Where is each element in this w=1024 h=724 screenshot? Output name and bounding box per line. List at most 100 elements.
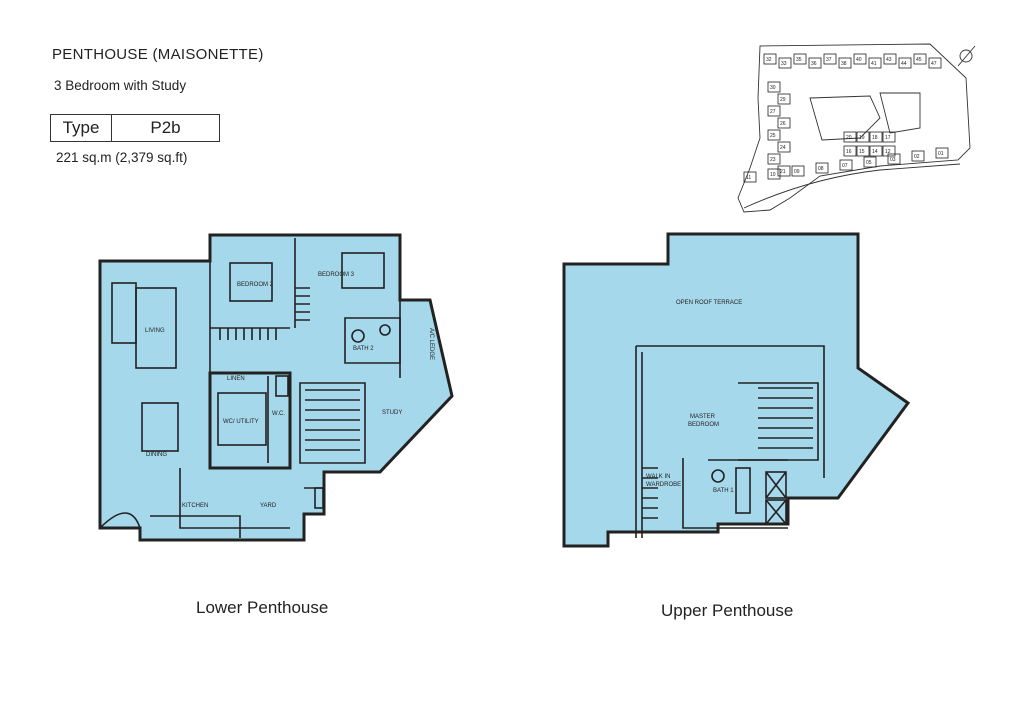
keyplan-unit-number: 24 — [780, 145, 786, 151]
keyplan-unit-number: 10 — [770, 172, 776, 178]
keyplan-unit-block — [869, 131, 883, 143]
keyplan-unit-block — [882, 145, 896, 157]
keyplan-unit-block — [778, 57, 792, 69]
keyplan-unit-block — [868, 57, 882, 69]
keyplan-unit-number: 30 — [770, 85, 776, 91]
keyplan-unit-number: 21 — [780, 169, 786, 175]
keyplan-unit-number: 27 — [770, 109, 776, 115]
keyplan-unit-number: 45 — [916, 57, 922, 63]
unit-subtitle: 3 Bedroom with Study — [54, 78, 187, 93]
key-plan: 32 33 35 36 37 38 40 41 43 44 45 47 30 29 27 26 25 24 23 21… — [737, 43, 976, 213]
keyplan-unit-number: 36 — [811, 61, 817, 67]
keyplan-unit-block — [863, 156, 877, 168]
keyplan-unit-block — [743, 171, 757, 183]
label-ac-ledge: A/C LEDGE — [428, 328, 434, 360]
keyplan-unit-block — [898, 57, 912, 69]
lower-penthouse-plan: BEDROOM 2 BEDROOM 3 LIVING BATH 2 A/C LE… — [98, 233, 454, 542]
upper-penthouse-plan: OPEN ROOF TERRACE MASTER BEDROOM WALK IN… — [562, 232, 911, 548]
unit-area: 221 sq.m (2,379 sq.ft) — [56, 150, 188, 165]
label-walk-in: WALK IN — [646, 474, 670, 480]
keyplan-unit-block — [843, 131, 857, 143]
keyplan-unit-number: 16 — [846, 149, 852, 155]
keyplan-unit-block — [853, 53, 867, 65]
keyplan-unit-block — [777, 141, 791, 153]
keyplan-unit-number: 25 — [770, 133, 776, 139]
label-living: LIVING — [145, 328, 165, 334]
keyplan-unit-number: 38 — [841, 61, 847, 67]
keyplan-unit-block — [883, 53, 897, 65]
keyplan-unit-number: 44 — [901, 61, 907, 67]
keyplan-unit-block — [843, 145, 857, 157]
keyplan-unit-block — [777, 93, 791, 105]
label-master: MASTER — [690, 414, 716, 420]
keyplan-unit-number: 15 — [859, 149, 865, 155]
keyplan-unit-block — [856, 145, 870, 157]
keyplan-unit-number: 19 — [859, 135, 865, 141]
keyplan-unit-number: 33 — [781, 61, 787, 67]
keyplan-unit-block — [767, 81, 781, 93]
keyplan-unit-block — [869, 145, 883, 157]
keyplan-unit-block — [823, 53, 837, 65]
label-dining: DINING — [146, 452, 167, 458]
keyplan-unit-number: 02 — [914, 154, 920, 160]
keyplan-unit-block — [767, 105, 781, 117]
label-bath-utility: WC/ UTILITY — [223, 419, 259, 425]
keyplan-unit-number: 35 — [796, 57, 802, 63]
keyplan-unit-block — [839, 159, 853, 171]
keyplan-unit-number: 29 — [780, 97, 786, 103]
keyplan-unit-block — [767, 153, 781, 165]
label-bath2: BATH 2 — [353, 346, 374, 352]
label-roof-terrace: OPEN ROOF TERRACE — [676, 300, 742, 306]
label-study: STUDY — [382, 410, 402, 416]
keyplan-unit-block — [935, 147, 949, 159]
keyplan-unit-number: 32 — [766, 57, 772, 63]
keyplan-unit-number: 40 — [856, 57, 862, 63]
keyplan-unit-block — [767, 168, 781, 180]
keyplan-unit-number: 26 — [780, 121, 786, 127]
keyplan-unit-number: 47 — [931, 61, 937, 67]
keyplan-unit-block — [911, 150, 925, 162]
keyplan-unit-block — [808, 57, 822, 69]
keyplan-unit-block — [856, 131, 870, 143]
keyplan-unit-number: 07 — [842, 163, 848, 169]
keyplan-unit-number: 11 — [746, 175, 751, 181]
keyplan-unit-block — [913, 53, 927, 65]
upper-penthouse-caption: Upper Penthouse — [661, 601, 794, 620]
lower-penthouse-caption: Lower Penthouse — [196, 598, 329, 617]
keyplan-unit-block — [791, 165, 805, 177]
keyplan-unit-block — [793, 53, 807, 65]
keyplan-unit-block — [838, 57, 852, 69]
keyplan-unit-block — [928, 57, 942, 69]
keyplan-unit-block — [887, 153, 901, 165]
type-label: Type — [51, 115, 112, 141]
keyplan-unit-number: 37 — [826, 57, 832, 63]
keyplan-unit-number: 17 — [885, 135, 891, 141]
keyplan-unit-block — [767, 129, 781, 141]
label-kitchen: KITCHEN — [182, 503, 208, 509]
type-value: P2b — [150, 118, 181, 137]
keyplan-unit-block — [777, 165, 791, 177]
label-bath1: BATH 1 — [713, 488, 734, 494]
keyplan-unit-number: 05 — [866, 160, 872, 166]
keyplan-unit-number: 08 — [818, 166, 824, 172]
label-bedroom: BEDROOM — [688, 422, 719, 428]
keyplan-unit-number: 20 — [846, 135, 852, 141]
keyplan-unit-number: 41 — [871, 61, 877, 67]
keyplan-unit-number: 23 — [770, 157, 776, 163]
keyplan-unit-block — [763, 53, 777, 65]
unit-type-box: Type P2b — [50, 114, 220, 142]
label-wc: W.C. — [272, 411, 285, 417]
keyplan-unit-number: 01 — [938, 151, 944, 157]
label-wardrobe: WARDROBE — [646, 482, 681, 488]
label-yard: YARD — [260, 503, 277, 509]
keyplan-unit-block — [815, 162, 829, 174]
label-bedroom3: BEDROOM 3 — [318, 272, 355, 278]
keyplan-unit-number: 03 — [890, 157, 896, 163]
keyplan-unit-block — [777, 117, 791, 129]
keyplan-unit-block — [882, 131, 896, 143]
keyplan-unit-number: 43 — [886, 57, 892, 63]
keyplan-unit-number: 09 — [794, 169, 800, 175]
label-bedroom2: BEDROOM 2 — [237, 282, 274, 288]
keyplan-unit-number: 14 — [872, 149, 878, 155]
label-linen: LINEN — [227, 376, 245, 382]
